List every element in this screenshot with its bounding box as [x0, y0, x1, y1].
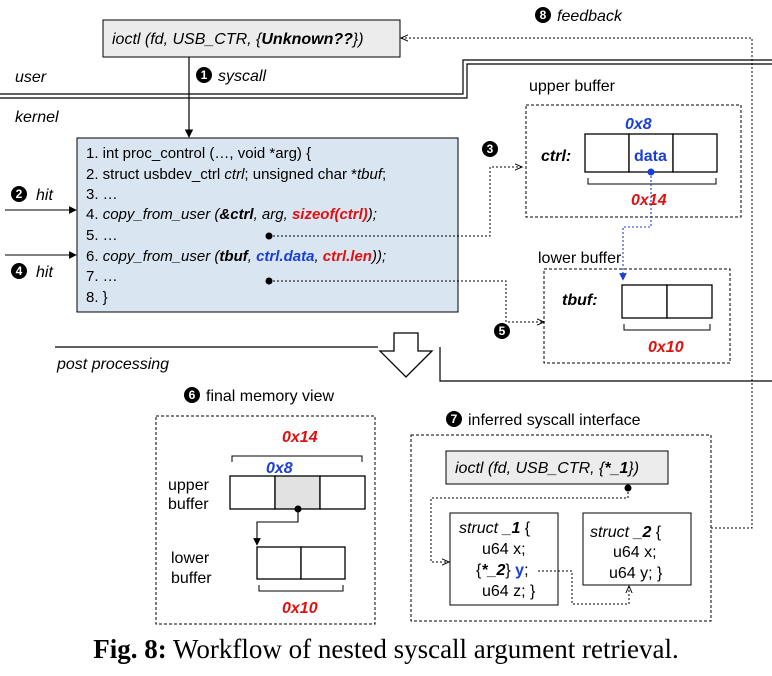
svg-text:5. …: 5. … [86, 227, 118, 244]
hit-label-2: hit [36, 264, 53, 281]
feedback-arrow [401, 38, 753, 529]
lower-cell-2 [666, 284, 713, 319]
user-kernel-boundary [0, 59, 772, 95]
svg-text:5: 5 [499, 324, 506, 338]
lower-0x10: 0x10 [648, 339, 684, 356]
svg-text:u64 z; }: u64 z; } [482, 583, 536, 600]
upper-cell-3 [672, 133, 718, 173]
inferred-ioctl-box [445, 450, 669, 485]
step-8-badge [535, 7, 551, 23]
svg-text:buffer: buffer [168, 496, 209, 513]
connector-5 [269, 280, 544, 322]
figure-number: Fig. 8: [93, 634, 167, 664]
ptr-to-struct-1 [430, 488, 629, 562]
kernel-label: kernel [15, 109, 59, 126]
ctrl-label: ctrl: [541, 148, 571, 165]
top-ioctl-call: ioctl (fd, USB_CTR, {Unknown??}) [112, 31, 364, 48]
svg-text:struct _1 {: struct _1 { [459, 520, 531, 537]
data-pointer [619, 172, 652, 281]
struct-1-box [449, 512, 559, 606]
feedback-label: feedback [557, 8, 623, 25]
svg-text:4: 4 [16, 264, 23, 278]
ptr-to-struct-2 [538, 570, 629, 605]
final-lower-cell-1 [256, 546, 302, 580]
svg-text:u64 x;: u64 x; [613, 544, 657, 561]
svg-text:7. …: 7. … [86, 268, 118, 285]
upper-cell-data [628, 133, 674, 173]
upper-cell-1 [584, 133, 630, 173]
figure-caption: Fig. 8: Workflow of nested syscall argum… [0, 634, 772, 665]
lower-buffer-title: lower buffer [538, 250, 622, 267]
svg-text:struct _2 {: struct _2 { [590, 524, 662, 541]
final-lower-cell-2 [300, 546, 346, 580]
step-2-badge [11, 186, 27, 202]
post-processing-arrow [378, 332, 434, 378]
step-5-badge [494, 323, 510, 339]
inferred-interface-title: inferred syscall interface [468, 412, 641, 429]
step-4-badge [11, 263, 27, 279]
lower-cell-1 [621, 284, 668, 319]
final-memory-view-title: final memory view [206, 388, 334, 405]
step-6-badge [184, 387, 200, 403]
struct-2-text: struct _2 { u64 x; u64 y; } [590, 524, 663, 582]
final-upper-cell-2 [274, 475, 321, 510]
svg-text:8. }: 8. } [86, 289, 108, 306]
upper-buffer-title: upper buffer [529, 78, 616, 95]
svg-text:8: 8 [540, 8, 547, 22]
svg-text:2: 2 [16, 187, 23, 201]
struct-2-box [582, 512, 692, 586]
top-ioctl-box [102, 19, 401, 58]
upper-0x14: 0x14 [631, 192, 667, 209]
data-field-label: data [634, 148, 667, 165]
svg-text:2. struct usbdev_ctrl ctrl;: 2. struct usbdev_ctrl ctrl; unsigned cha… [86, 166, 386, 183]
final-0x8: 0x8 [266, 460, 293, 477]
hit-label-1: hit [36, 187, 53, 204]
post-processing-label: post processing [56, 356, 169, 373]
code-listing: 1. int proc_control (…, void *arg) { 2. … [86, 145, 386, 306]
final-0x10: 0x10 [282, 600, 318, 617]
svg-text:buffer: buffer [171, 570, 212, 587]
lower-buffer-panel [543, 268, 731, 364]
step-3-badge [482, 141, 498, 157]
figure-caption-text: Workflow of nested syscall argument retr… [166, 634, 679, 664]
svg-text:u64 x;: u64 x; [482, 541, 526, 558]
final-0x14: 0x14 [282, 429, 318, 446]
upper-0x8: 0x8 [625, 116, 652, 133]
svg-text:lower: lower [171, 550, 210, 567]
syscall-label: syscall [218, 68, 266, 85]
svg-text:1. int proc_control (…, void *: 1. int proc_control (…, void *arg) { [86, 145, 311, 162]
struct-1-text: struct _1 { u64 x; {*_2} y; u64 z; } [459, 520, 536, 600]
svg-text:7: 7 [451, 412, 458, 426]
svg-text:3: 3 [487, 142, 494, 156]
svg-text:u64 y; }: u64 y; } [609, 565, 663, 582]
final-pointer [253, 509, 299, 546]
tbuf-label: tbuf: [562, 292, 598, 309]
svg-text:upper: upper [168, 477, 210, 494]
svg-text:6. copy_from_user (tbuf, ctr: 6. copy_from_user (tbuf, ctrl.data, ctrl… [86, 248, 386, 265]
inferred-ioctl-call: ioctl (fd, USB_CTR, {*_1}) [455, 460, 639, 477]
svg-text:4. copy_from_user (&ctrl, ar: 4. copy_from_user (&ctrl, arg, sizeof(ct… [86, 206, 377, 223]
svg-text:1: 1 [201, 68, 208, 82]
step-7-badge [446, 411, 462, 427]
user-label: user [15, 69, 47, 86]
final-memory-panel [155, 415, 376, 625]
svg-text:6: 6 [189, 388, 196, 402]
code-box [76, 137, 459, 313]
svg-text:3. …: 3. … [86, 186, 118, 203]
connector-3 [269, 167, 522, 237]
step-1-badge [196, 67, 212, 83]
svg-text:{*_2} y;: {*_2} y; [476, 562, 529, 579]
final-upper-cell-3 [319, 475, 366, 510]
upper-buffer-panel [525, 104, 742, 218]
final-upper-cell-1 [229, 475, 276, 510]
